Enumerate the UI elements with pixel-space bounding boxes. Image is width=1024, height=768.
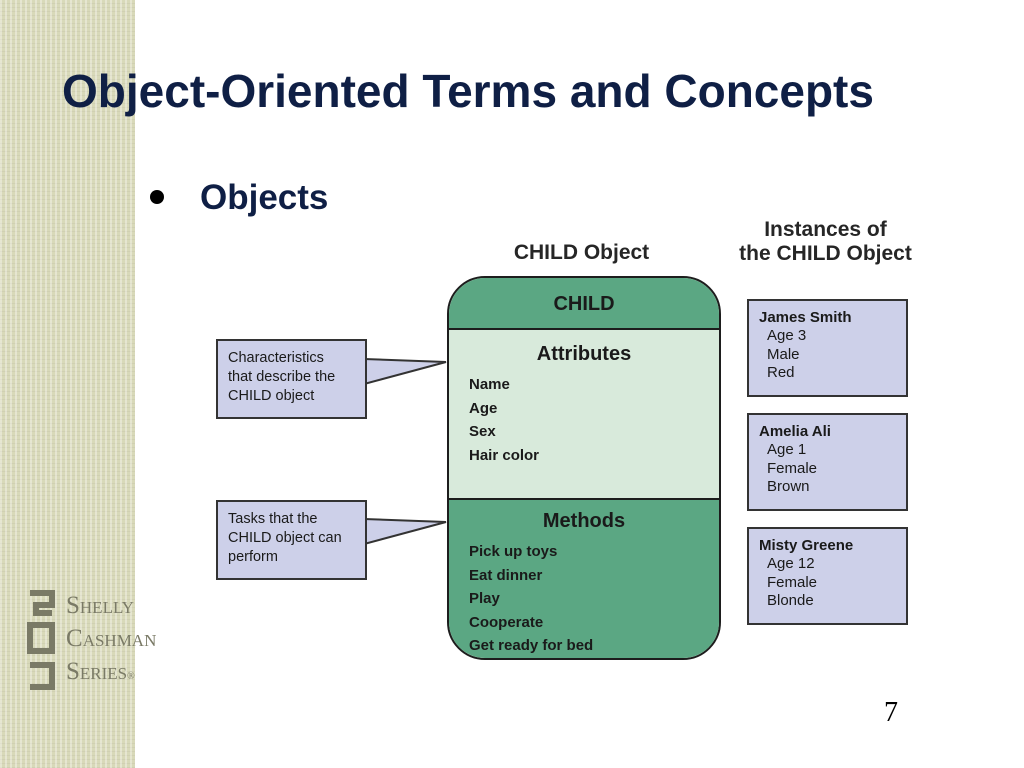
bullet-marker — [150, 190, 164, 204]
methods-section: Methods Pick up toys Eat dinner Play Coo… — [449, 498, 719, 658]
slide-title: Object-Oriented Terms and Concepts — [62, 65, 874, 117]
instance-box: Misty Greene Age 12 Female Blonde — [747, 527, 908, 625]
instance-name: Misty Greene — [759, 537, 854, 554]
instance-detail: Age 3 — [767, 327, 807, 344]
method-item: Pick up toys — [469, 543, 558, 560]
instances-heading-line-1: Instances of — [764, 218, 887, 241]
method-list: Pick up toys Eat dinner Play Cooperate G… — [469, 540, 719, 658]
callout-pointer-methods — [364, 518, 447, 545]
logo-line-1: SHELLY — [66, 592, 134, 619]
instance-box: James Smith Age 3 Male Red — [747, 299, 908, 397]
instance-detail: Brown — [767, 478, 810, 495]
page-number: 7 — [884, 697, 898, 728]
instance-detail: Blonde — [767, 592, 814, 609]
attribute-list: Name Age Sex Hair color — [469, 373, 719, 467]
instance-detail: Male — [767, 345, 800, 363]
method-item: Get ready for bed — [469, 637, 594, 654]
instance-box: Amelia Ali Age 1 Female Brown — [747, 413, 908, 511]
method-item: Play — [469, 590, 500, 607]
instances-heading-line-2: the CHILD Object — [739, 242, 912, 265]
instances-heading: Instances of the CHILD Object — [722, 218, 929, 266]
bullet-text: Objects — [200, 178, 329, 217]
callout-line: CHILD object can — [228, 530, 342, 546]
attributes-title: Attributes — [536, 343, 632, 365]
instance-detail: Female — [767, 573, 818, 591]
attribute-item: Hair color — [469, 446, 540, 464]
object-name: CHILD — [449, 278, 719, 330]
callout-methods: Tasks that the CHILD object can perform — [216, 500, 367, 580]
logo-line-2: CASHMAN — [66, 625, 157, 652]
method-item: Eat dinner — [469, 566, 543, 584]
instance-name: James Smith — [759, 309, 852, 326]
callout-line: CHILD object — [228, 388, 315, 404]
decorative-sidebar — [0, 0, 135, 768]
callout-pointer-attributes — [364, 358, 447, 385]
attribute-item: Age — [469, 399, 498, 417]
callout-attributes: Characteristics that describe the CHILD … — [216, 339, 367, 419]
logo-line-3: SERIES® — [66, 658, 135, 685]
callout-line: perform — [228, 549, 278, 565]
attribute-item: Sex — [469, 423, 496, 440]
callout-line: Tasks that the — [228, 511, 318, 527]
attribute-item: Name — [469, 376, 510, 393]
methods-title: Methods — [542, 510, 626, 532]
callout-line: Characteristics — [228, 350, 324, 366]
object-heading: CHILD Object — [513, 241, 650, 264]
shelly-cashman-logo-mark — [27, 590, 55, 690]
instance-detail: Female — [767, 459, 818, 477]
instance-detail: Red — [767, 364, 795, 381]
instance-name: Amelia Ali — [759, 423, 831, 440]
method-item: Cooperate — [469, 613, 544, 631]
publisher-logo: SHELLY CASHMAN SERIES® — [66, 590, 156, 692]
callout-line: that describe the — [228, 369, 336, 385]
attributes-section: Attributes Name Age Sex Hair color — [449, 330, 719, 498]
instance-detail: Age 1 — [767, 441, 807, 458]
instance-detail: Age 12 — [767, 555, 815, 572]
child-object-box: CHILD Attributes Name Age Sex Hair color… — [447, 276, 721, 660]
